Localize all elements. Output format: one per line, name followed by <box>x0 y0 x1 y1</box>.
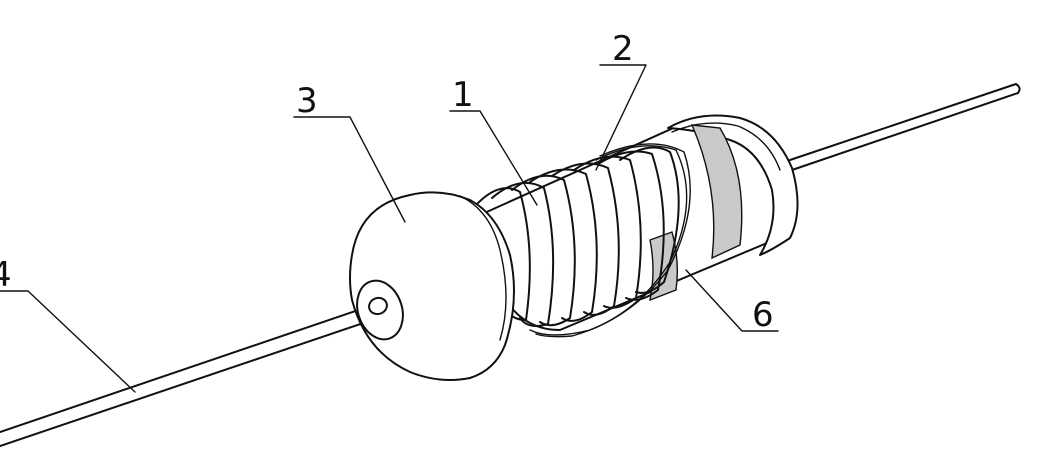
callout-label-2: 2 <box>612 29 634 69</box>
leader-line-2 <box>595 64 647 171</box>
left-end-cap <box>349 191 515 381</box>
callout-label-6: 6 <box>752 295 774 335</box>
left-lead-wire <box>0 301 391 447</box>
leader-lines <box>0 64 779 393</box>
right-lead-wire <box>789 83 1021 171</box>
leader-line-3 <box>293 116 406 223</box>
leader-line-1 <box>449 110 538 206</box>
leader-line-4 <box>0 290 136 393</box>
callout-label-1: 1 <box>452 75 474 115</box>
callout-label-4: 4 <box>0 255 12 295</box>
leader-line-6 <box>685 269 779 332</box>
callout-label-3: 3 <box>296 81 318 121</box>
